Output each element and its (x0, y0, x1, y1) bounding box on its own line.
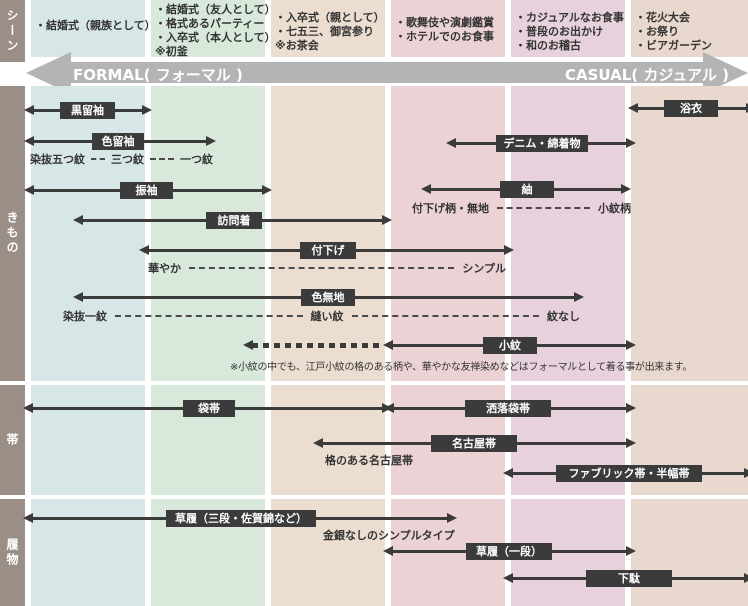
irotomesode-crest-scale: 染抜五つ紋 三つ紋 一つ紋 (30, 151, 214, 167)
scale-text: 縫い紋 (310, 310, 344, 323)
fabric-hanhaba-obi-label: ファブリック帯・半幅帯 (556, 465, 702, 482)
scene-line: ・ホテルでのお食事 (395, 30, 494, 43)
scene-line: ※お茶会 (275, 39, 319, 52)
scene-line: ・結婚式（友人として） (155, 3, 276, 16)
scene-line: ・入卒式（親として） (275, 11, 385, 24)
furisode-label: 振袖 (120, 182, 173, 199)
tsukesage-style-scale: 華やか シンプル (148, 260, 506, 276)
scene-line: ・入卒式（本人として） (155, 31, 276, 44)
scene-line: ・普段のお出かけ (515, 25, 603, 38)
nagoya-obi-note: 格のある名古屋帯 (325, 454, 413, 467)
komon-dashed-extension-arrow (243, 340, 380, 350)
scene-cell-6: ・花火大会 ・お祭り ・ビアガーデン (631, 0, 748, 57)
kimono-column-6 (631, 86, 748, 381)
scale-text: 染抜一紋 (63, 310, 107, 323)
scene-line: ※初釜 (155, 45, 188, 58)
kimono-column-3 (271, 86, 385, 381)
dash-divider (115, 315, 303, 317)
fukuro-obi-label: 袋帯 (183, 400, 235, 417)
scene-cell-2: ・結婚式（友人として） ・格式あるパーティー ・入卒式（本人として） ※初釜 (151, 0, 276, 58)
dash-divider (497, 207, 590, 209)
geta-label: 下駄 (586, 570, 672, 587)
yukata-label: 浴衣 (664, 100, 718, 117)
scale-text: 華やか (148, 262, 181, 275)
tsumugi-pattern-scale: 付下げ柄・無地 小紋柄 (412, 200, 631, 216)
scene-line: ・ビアガーデン (635, 39, 712, 52)
scene-cell-5: ・カジュアルなお食事 ・普段のお出かけ ・和のお稽古 (511, 0, 625, 57)
scene-line: ・カジュアルなお食事 (515, 11, 624, 24)
scene-line: ・結婚式（親族として） (35, 19, 156, 32)
komon-label: 小紋 (483, 337, 537, 354)
tsukesage-label: 付下げ (300, 242, 356, 259)
scene-line: ・花火大会 (635, 11, 690, 24)
obi-column-3 (271, 385, 385, 495)
scene-line: ・お祭り (635, 25, 679, 38)
scene-line: ・七五三、御宮参り (275, 25, 374, 38)
dash-divider (150, 158, 174, 160)
footwear-column-6 (631, 499, 748, 606)
sidebar-obi-label: 帯 (0, 385, 25, 495)
scene-line: ・和のお稽古 (515, 39, 581, 52)
scale-text: シンプル (462, 262, 506, 275)
scene-cell-3: ・入卒式（親として） ・七五三、御宮参り ※お茶会 (271, 0, 385, 57)
zori-sandan-label: 草履（三段・佐賀錦など） (166, 510, 316, 527)
scene-line: ・格式あるパーティー (155, 17, 265, 30)
sidebar-kimono-label: きもの (0, 86, 25, 381)
sidebar-footwear-label: 履物 (0, 499, 25, 606)
iromuji-label: 色無地 (301, 289, 355, 306)
formal-axis-label: FORMAL( フォーマル ) (73, 66, 243, 84)
iromuji-crest-scale: 染抜一紋 縫い紋 紋なし (63, 308, 580, 324)
dash-divider (91, 158, 105, 160)
obi-column-1 (31, 385, 145, 495)
kimono-column-1 (31, 86, 145, 381)
dash-divider (351, 315, 539, 317)
share-fukuro-obi-label: 洒落袋帯 (465, 400, 551, 417)
tsumugi-label: 紬 (500, 181, 554, 198)
kimono-column-4 (391, 86, 505, 381)
kimono-column-2 (151, 86, 265, 381)
scale-text: 小紋柄 (598, 202, 631, 215)
scale-text: 染抜五つ紋 (30, 153, 85, 166)
scale-text: 紋なし (547, 310, 580, 323)
sidebar-scene-label: シーン (0, 0, 25, 62)
houmongi-label: 訪問着 (206, 212, 262, 229)
nagoya-obi-label: 名古屋帯 (431, 435, 517, 452)
scale-text: 三つ紋 (111, 153, 144, 166)
scale-text: 付下げ柄・無地 (412, 202, 489, 215)
scene-cell-4: ・歌舞伎や演劇鑑賞 ・ホテルでのお食事 (391, 0, 505, 57)
komon-footnote: ※小紋の中でも、江戸小紋の格のある柄や、華やかな友禅染めなどはフォーマルとして着… (230, 362, 693, 373)
scale-text: 一つ紋 (180, 153, 213, 166)
zori-ichidan-label: 草履（一段） (466, 543, 552, 560)
scene-cell-1: ・結婚式（親族として） (31, 0, 156, 57)
dash-divider (189, 267, 455, 269)
scene-line: ・歌舞伎や演劇鑑賞 (395, 16, 494, 29)
kurotomesode-label: 黒留袖 (60, 102, 115, 119)
casual-axis-label: CASUAL( カジュアル ) (565, 66, 729, 84)
irotomesode-label: 色留袖 (92, 133, 144, 150)
zori-simple-note: 金銀なしのシンプルタイプ (323, 529, 455, 542)
denim-kimono-label: デニム・綿着物 (496, 135, 588, 152)
formality-axis-bar (58, 62, 705, 83)
footwear-column-1 (31, 499, 145, 606)
